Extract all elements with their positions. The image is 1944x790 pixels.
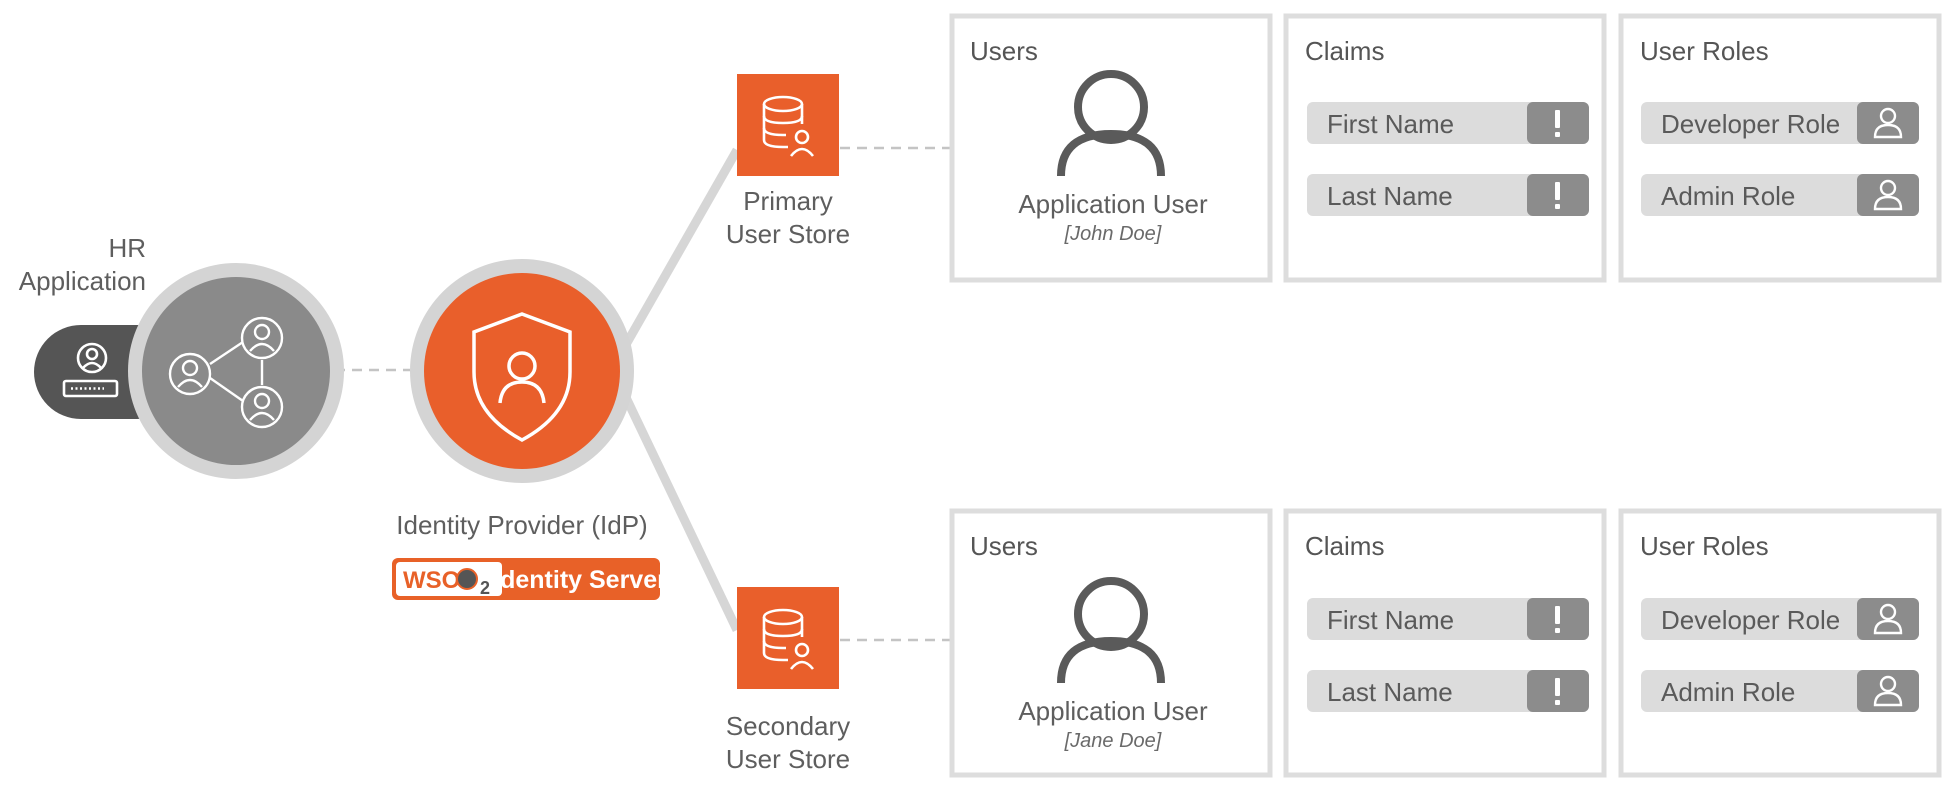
claim-label: First Name bbox=[1327, 605, 1454, 635]
store-label-line1: Primary bbox=[743, 186, 833, 216]
store-label-line2: User Store bbox=[726, 744, 850, 774]
claim-pill[interactable]: First Name bbox=[1307, 102, 1589, 144]
claim-label: Last Name bbox=[1327, 181, 1453, 211]
panel-frame bbox=[1618, 13, 1942, 283]
pill-bg bbox=[1307, 174, 1589, 216]
role-label: Developer Role bbox=[1661, 109, 1840, 139]
store-label-line2: User Store bbox=[726, 219, 850, 249]
role-pill[interactable]: Admin Role bbox=[1641, 670, 1919, 712]
pill-bg bbox=[1307, 670, 1589, 712]
pill-bg bbox=[1641, 598, 1919, 640]
role-pill[interactable]: Developer Role bbox=[1641, 102, 1919, 144]
badge-sub-text: 2 bbox=[480, 578, 490, 598]
users-panel[interactable]: Users Application User [Jane Doe] bbox=[949, 508, 1273, 778]
database-user-icon bbox=[762, 95, 815, 157]
panel-frame bbox=[1283, 13, 1607, 283]
user-role-name: Application User bbox=[1018, 189, 1208, 219]
store-box bbox=[737, 74, 839, 176]
connector-secondary bbox=[615, 383, 742, 632]
claim-pill[interactable]: First Name bbox=[1307, 598, 1589, 640]
user-role-icon bbox=[1873, 675, 1903, 707]
user-role-icon bbox=[1873, 107, 1903, 139]
claims-panel[interactable]: Claims First Name Last Name bbox=[1283, 13, 1607, 283]
role-pill[interactable]: Admin Role bbox=[1641, 174, 1919, 216]
database-user-icon bbox=[762, 608, 815, 670]
primary-user-store[interactable]: Primary User Store bbox=[726, 74, 850, 249]
exclamation-icon bbox=[1555, 182, 1560, 209]
exclamation-icon bbox=[1555, 110, 1560, 137]
store-box bbox=[737, 587, 839, 689]
claim-pill[interactable]: Last Name bbox=[1307, 174, 1589, 216]
panel-title: Users bbox=[970, 531, 1038, 561]
hr-app-label-line1: HR bbox=[108, 233, 146, 263]
wso2-badge: WSO 2 Identity Server bbox=[392, 558, 667, 600]
network-users-icon bbox=[168, 316, 284, 429]
role-label: Admin Role bbox=[1661, 677, 1795, 707]
shield-user-icon bbox=[472, 312, 572, 442]
identity-provider[interactable]: Identity Provider (IdP) WSO 2 Identity S… bbox=[392, 259, 667, 600]
roles-panel[interactable]: User Roles Developer Role Admin Role bbox=[1618, 508, 1942, 778]
idp-label: Identity Provider (IdP) bbox=[396, 510, 647, 540]
roles-panel[interactable]: User Roles Developer Role Admin Role bbox=[1618, 13, 1942, 283]
panel-frame bbox=[949, 13, 1273, 283]
connector-primary bbox=[616, 147, 741, 358]
pill-bg bbox=[1641, 174, 1919, 216]
exclamation-icon bbox=[1555, 606, 1560, 633]
person-icon bbox=[1057, 70, 1165, 177]
connectors bbox=[335, 146, 950, 642]
role-label: Developer Role bbox=[1661, 605, 1840, 635]
store-label-line1: Secondary bbox=[726, 711, 850, 741]
hr-application[interactable]: HR Application bbox=[19, 233, 344, 479]
claim-label: First Name bbox=[1327, 109, 1454, 139]
person-icon bbox=[1057, 577, 1165, 684]
secondary-user-store[interactable]: Secondary User Store bbox=[726, 587, 850, 774]
claim-label: Last Name bbox=[1327, 677, 1453, 707]
wso2-logo-icon bbox=[456, 568, 478, 590]
hr-app-label-line2: Application bbox=[19, 266, 146, 296]
users-panel[interactable]: Users Application User [John Doe] bbox=[949, 13, 1273, 283]
panel-title: Claims bbox=[1305, 36, 1384, 66]
panel-frame bbox=[1618, 508, 1942, 778]
pill-bg bbox=[1641, 102, 1919, 144]
app-circle bbox=[142, 277, 330, 465]
pill-bg bbox=[1307, 102, 1589, 144]
user-role-name: Application User bbox=[1018, 696, 1208, 726]
user-device-icon bbox=[62, 342, 119, 398]
claims-panel[interactable]: Claims First Name Last Name bbox=[1283, 508, 1607, 778]
user-person-name: [John Doe] bbox=[1064, 223, 1162, 245]
user-role-icon bbox=[1873, 603, 1903, 635]
claim-pill[interactable]: Last Name bbox=[1307, 670, 1589, 712]
panel-title: Users bbox=[970, 36, 1038, 66]
pill-bg bbox=[1307, 598, 1589, 640]
panel-title: User Roles bbox=[1640, 531, 1769, 561]
badge-right-text: Identity Server bbox=[493, 566, 667, 594]
panel-title: Claims bbox=[1305, 531, 1384, 561]
pill-bg bbox=[1641, 670, 1919, 712]
user-person-name: [Jane Doe] bbox=[1064, 730, 1162, 752]
idp-circle bbox=[424, 273, 620, 469]
user-role-icon bbox=[1873, 179, 1903, 211]
badge-left-text: WSO bbox=[403, 567, 460, 594]
role-label: Admin Role bbox=[1661, 181, 1795, 211]
panel-frame bbox=[1283, 508, 1607, 778]
panel-title: User Roles bbox=[1640, 36, 1769, 66]
exclamation-icon bbox=[1555, 678, 1560, 705]
role-pill[interactable]: Developer Role bbox=[1641, 598, 1919, 640]
